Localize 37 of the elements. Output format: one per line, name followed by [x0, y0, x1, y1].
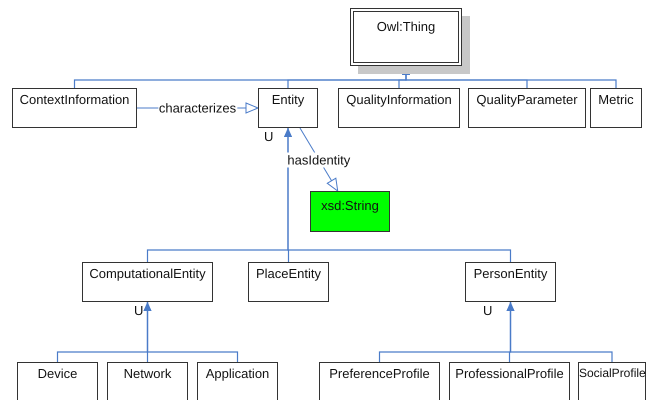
class-box — [468, 88, 586, 128]
class-name: Owl:Thing — [376, 19, 436, 34]
class-name: Application — [204, 366, 270, 381]
class-box — [197, 362, 278, 400]
class-name: QualityParameter — [475, 92, 579, 107]
class-box — [465, 262, 556, 302]
class-name: xsd:String — [320, 198, 380, 213]
inheritance-arrow — [506, 302, 613, 362]
class-box — [449, 362, 570, 400]
union-label: U — [483, 303, 492, 318]
class-box — [12, 88, 137, 128]
class-box — [107, 362, 188, 400]
class-box — [248, 262, 329, 302]
class-name: PersonEntity — [472, 266, 548, 281]
class-name: QualityInformation — [345, 92, 453, 107]
class-box — [319, 362, 440, 400]
edge-label: hasIdentity — [286, 152, 352, 167]
class-box — [310, 191, 390, 232]
class-name: ComputationalEntity — [88, 266, 207, 281]
class-name: PreferenceProfile — [328, 366, 431, 381]
union-label: U — [264, 129, 274, 144]
class-box — [82, 262, 213, 302]
class-name: ProfessionalProfile — [454, 366, 565, 381]
class-name: Device — [36, 366, 78, 381]
union-label: U — [134, 303, 144, 318]
class-name: ContextInformation — [18, 92, 130, 107]
inheritance-arrow — [144, 302, 238, 362]
class-name: Entity — [270, 92, 306, 107]
class-box — [258, 88, 318, 128]
class-name: Network — [122, 366, 172, 381]
inheritance-arrow — [284, 128, 512, 262]
class-name: PlaceEntity — [254, 266, 322, 281]
class-box — [590, 88, 642, 128]
class-box — [338, 88, 460, 128]
class-name: Metric — [597, 92, 635, 107]
class-box — [17, 362, 98, 400]
edge-label: characterizes — [158, 100, 238, 116]
